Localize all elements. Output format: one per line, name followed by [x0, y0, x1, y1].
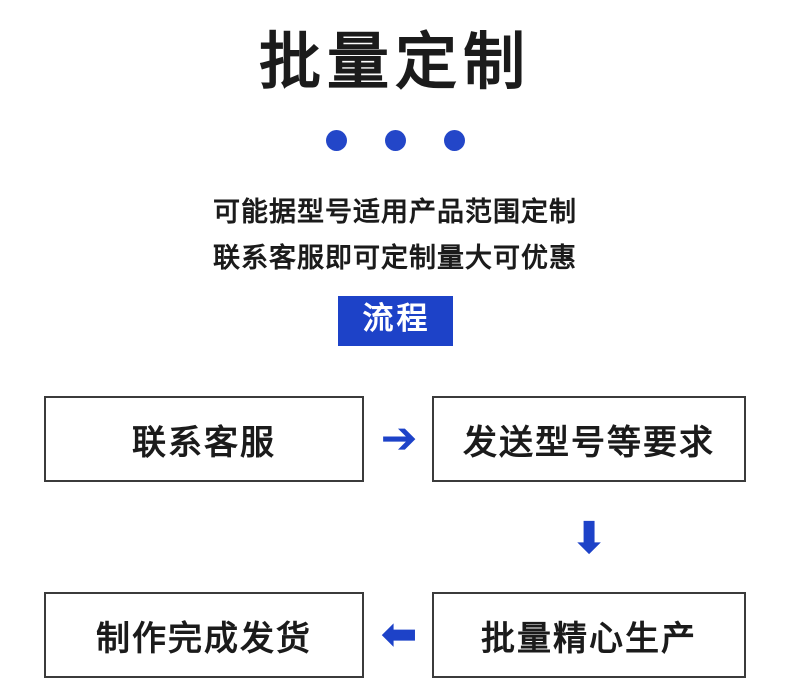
- dot-1: [325, 130, 347, 151]
- flow-step-complete-and-ship: 制作完成发货: [44, 592, 364, 678]
- process-badge-container: 流程: [0, 296, 790, 346]
- flow-step-batch-production: 批量精心生产: [432, 592, 746, 678]
- arrow-right-icon: ➔: [380, 413, 418, 464]
- subtitle-line-1: 可能据型号适用产品范围定制: [213, 197, 577, 228]
- arrow-left-icon: ⬅: [380, 609, 418, 660]
- arrow-down-icon: ⬇: [570, 513, 608, 564]
- process-badge: 流程: [337, 296, 453, 346]
- subtitle-line-2: 联系客服即可定制量大可优惠: [213, 243, 577, 274]
- decorative-dots: [0, 130, 790, 151]
- dot-2: [384, 130, 406, 151]
- page-title: 批量定制: [258, 25, 531, 98]
- flow-step-contact-service: 联系客服: [44, 396, 364, 482]
- dot-3: [443, 130, 465, 151]
- process-flow-diagram: 联系客服 ➔ 发送型号等要求 ⬇ 批量精心生产 ⬅ 制作完成发货: [0, 396, 790, 681]
- flow-step-send-model-requirements: 发送型号等要求: [432, 396, 746, 482]
